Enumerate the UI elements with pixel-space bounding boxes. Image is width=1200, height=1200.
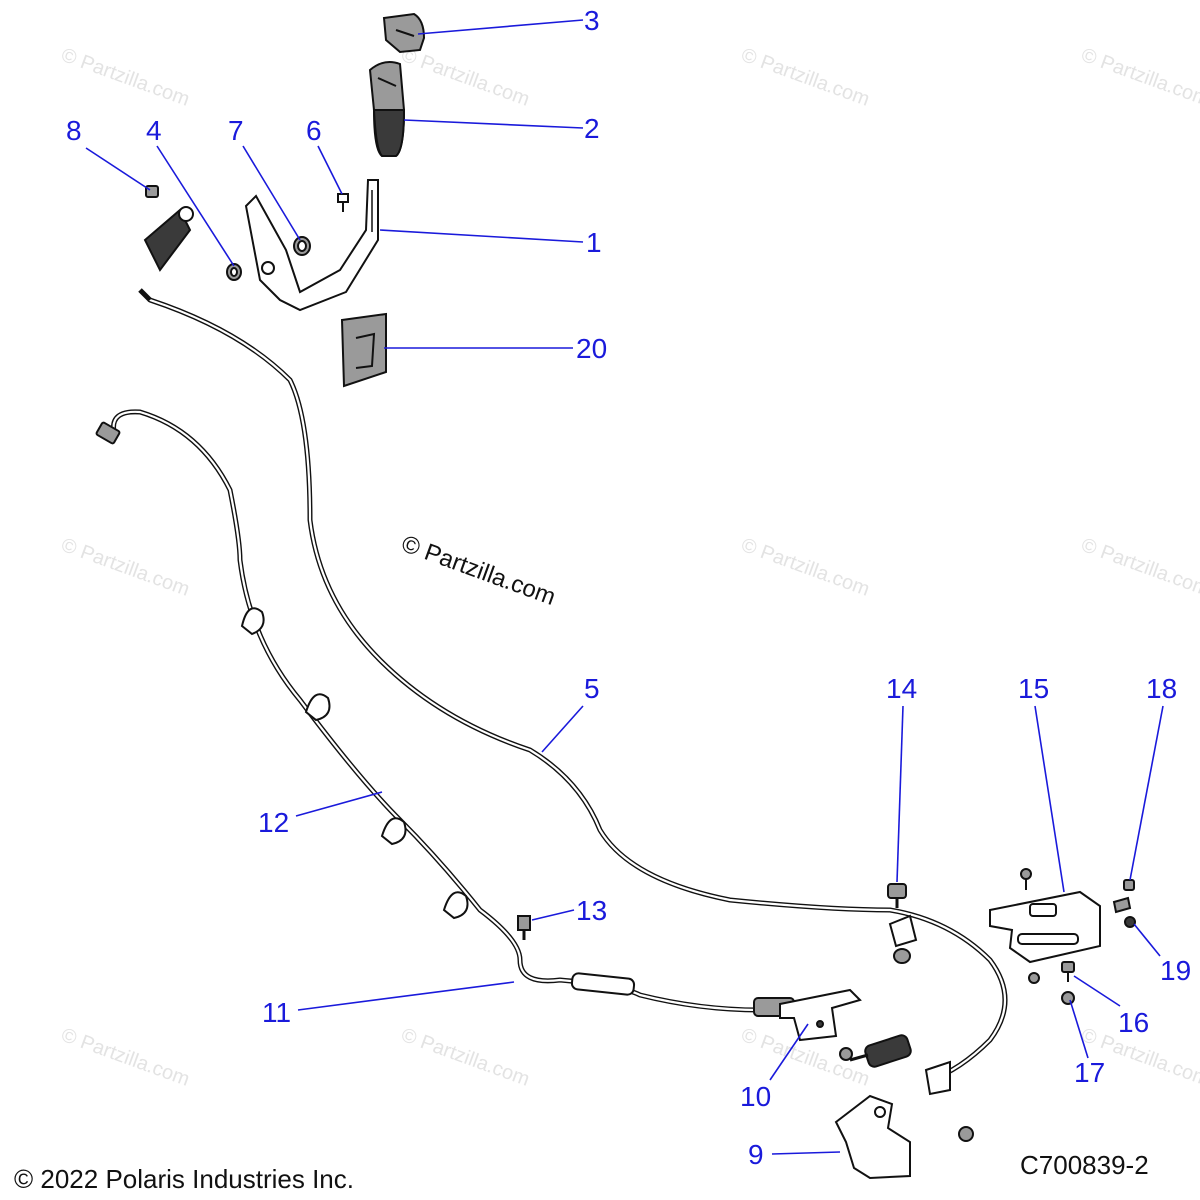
callout-18: 18 <box>1146 673 1177 704</box>
callout-17: 17 <box>1074 1057 1105 1088</box>
callout-14: 14 <box>886 673 917 704</box>
callout-2: 2 <box>584 113 600 144</box>
callout-12: 12 <box>258 807 289 838</box>
part-washer-4 <box>226 263 242 281</box>
copyright-text: © 2022 Polaris Industries Inc. <box>14 1164 354 1194</box>
part-shifter-lever <box>244 179 379 312</box>
callout-labels: 3 2 8 4 7 6 1 20 5 14 15 18 12 13 19 11 … <box>66 5 1191 1170</box>
part-bolt-16 <box>1061 961 1075 982</box>
part-bolt-14 <box>887 883 907 908</box>
callout-16: 16 <box>1118 1007 1149 1038</box>
watermark: © Partzilla.com <box>738 44 872 111</box>
callout-7: 7 <box>228 115 244 146</box>
part-bolt-6 <box>337 193 349 212</box>
part-shift-plate <box>340 312 387 388</box>
watermark: © Partzilla.com <box>58 44 192 111</box>
leader-lines <box>85 19 1164 1155</box>
callout-13: 13 <box>576 895 607 926</box>
callout-19: 19 <box>1160 955 1191 986</box>
callout-8: 8 <box>66 115 82 146</box>
part-bracket-9 <box>834 1094 911 1180</box>
part-sensor-13 <box>517 915 531 940</box>
part-knob-cap <box>382 12 426 54</box>
part-shift-cable <box>138 206 1008 1142</box>
callout-20: 20 <box>576 333 607 364</box>
watermark: © Partzilla.com <box>1078 534 1200 601</box>
watermark: © Partzilla.com <box>1078 44 1200 111</box>
part-fastener-18 <box>1112 879 1135 914</box>
part-knob-body <box>368 61 406 157</box>
watermark: © Partzilla.com <box>58 1024 192 1091</box>
center-watermark: © Partzilla.com <box>398 530 559 611</box>
callout-15: 15 <box>1018 673 1049 704</box>
callout-5: 5 <box>584 673 600 704</box>
watermark: © Partzilla.com <box>58 534 192 601</box>
watermark: © Partzilla.com <box>398 1024 532 1091</box>
watermark: © Partzilla.com <box>398 44 532 111</box>
watermark: © Partzilla.com <box>738 534 872 601</box>
callout-1: 1 <box>586 227 602 258</box>
part-nut-17 <box>1061 991 1075 1005</box>
callout-10: 10 <box>740 1081 771 1112</box>
part-bracket-15 <box>989 868 1101 984</box>
callout-11: 11 <box>262 997 291 1028</box>
figure-code: C700839-2 <box>1020 1150 1149 1180</box>
callout-3: 3 <box>584 5 600 36</box>
part-harness-cable <box>95 409 795 1017</box>
callout-9: 9 <box>748 1139 764 1170</box>
part-fastener-19 <box>1124 916 1136 928</box>
part-nut-7 <box>293 236 311 256</box>
callout-4: 4 <box>146 115 162 146</box>
part-bracket-10 <box>779 988 862 1042</box>
callout-6: 6 <box>306 115 322 146</box>
